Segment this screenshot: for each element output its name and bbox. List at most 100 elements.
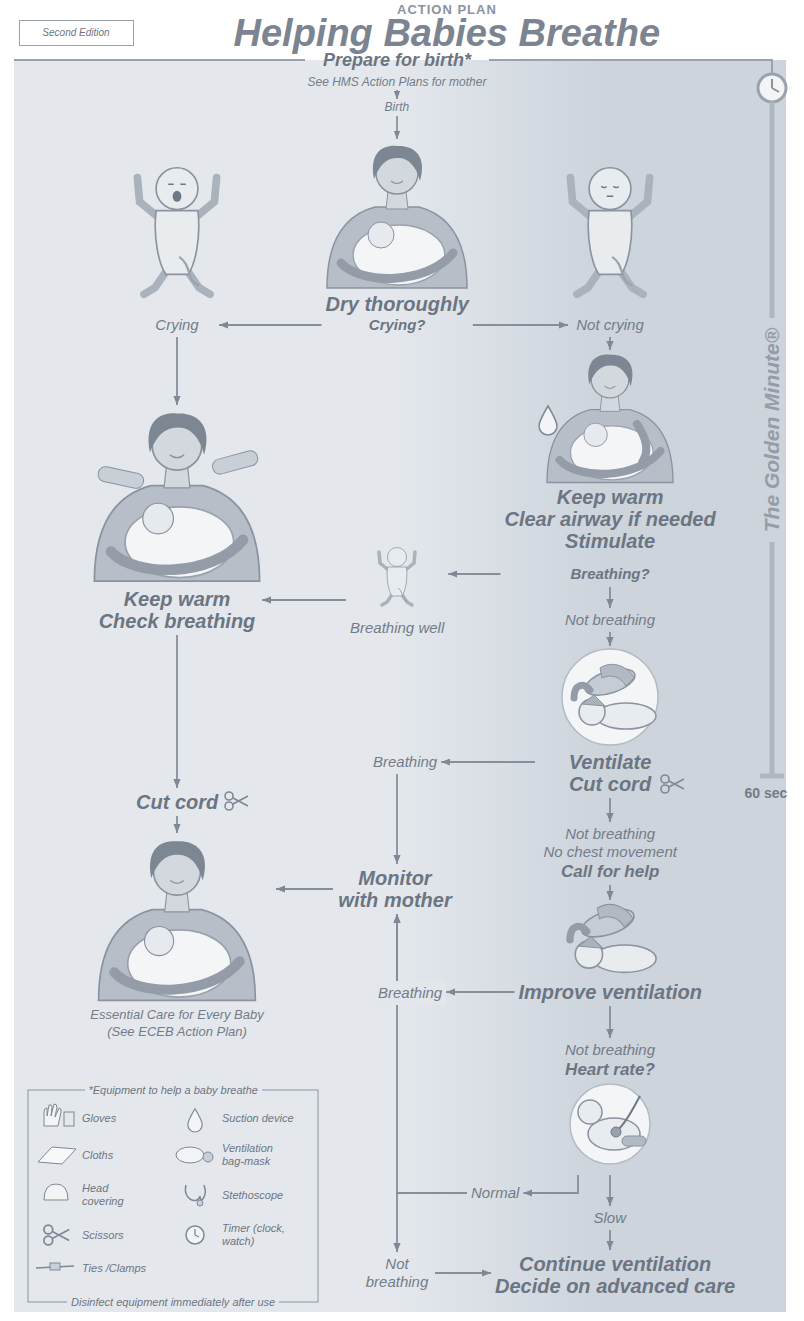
connector-group [177,325,610,1273]
stethoscope-icon [197,1200,203,1206]
golden-minute-bar [760,102,784,776]
question-text: Heart rate? [539,1059,681,1080]
timer-icon [195,1229,199,1237]
outcome-node: Slow [590,1206,631,1230]
action-text: Cut cord [539,773,681,795]
step-node: Dry thoroughlyCrying? [322,140,473,338]
condition-text: Crying [139,316,215,334]
flow-arrow [609,1175,611,1206]
ties-clamps-icon [36,1263,74,1270]
flow-arrow [396,774,398,864]
flow-arrow [435,1272,491,1274]
gloves-icon [64,1112,74,1126]
question-text: Breathing? [505,564,716,584]
flow-arrow [609,632,611,646]
mother-drying-baby [327,146,467,288]
helper-hand [211,449,259,475]
flow-arrow [609,1006,611,1038]
flow-arrow [176,337,178,405]
legend-entry: Cloths [82,1149,152,1162]
action-text: Cut cord [136,791,218,813]
legend-text: Head covering [82,1182,124,1207]
action-text: Stimulate [505,530,716,552]
step-node: VentilateCut cord [535,646,685,798]
legend-text: Suction device [222,1112,294,1124]
head-covering-icon [44,1184,68,1200]
plan-kicker: ACTION PLAN [397,3,497,17]
legend-text: Timer (clock, watch) [222,1222,285,1247]
ties-clamps-icon [50,1263,60,1270]
timer-clock [758,74,786,102]
action-text: Ventilate [539,751,681,773]
scissors-icon [661,775,684,793]
stethoscope-icon [185,1185,205,1200]
heart-rate-vignette [570,1084,650,1164]
condition-text: Not breathing [544,825,677,843]
legend-entry: Ventilation bag-mask [222,1142,292,1168]
legend-frame [28,1090,318,1302]
stimulating-mother [547,355,673,483]
outcome-node: Breathing [369,750,441,774]
action-text: Keep warm [505,486,716,508]
flow-arrow [397,914,467,1193]
suction-bulb [539,406,557,435]
legend-entry: Scissors [82,1229,152,1242]
action-text: Dry thoroughly [326,293,469,315]
legend-text: Ventilation bag-mask [222,1142,273,1167]
condition-text: No chest movement [544,843,677,861]
bag-mask-icon [176,1147,213,1163]
crying-baby [137,168,216,295]
mother-skin-to-skin [99,841,256,1000]
flow-arrow [609,587,611,608]
crying-baby [173,191,182,202]
legend-text: Cloths [82,1149,113,1161]
mother-with-helper [94,413,259,581]
flow-arrow [176,635,178,788]
legend-text: Scissors [82,1229,124,1241]
scissors-icon [44,1225,69,1245]
header-arrow [396,116,398,139]
condition-text: Not breathing [539,1041,681,1059]
step-node: Monitor with mother [333,864,457,914]
action-text: Check breathing [96,610,258,632]
question-text: Crying? [326,315,469,335]
flow-arrow [448,573,500,575]
flow-arrow [276,888,333,890]
outcome-node: Crying [135,148,219,337]
legend-entry: Suction device [222,1112,312,1125]
flow-arrow [446,991,514,993]
crying-baby [168,183,186,185]
legend-entry: Head covering [82,1182,142,1208]
action-text: Monitor with mother [337,867,453,911]
flow-arrow [609,885,611,900]
diagram-title: Helping Babies Breathe [234,13,661,53]
not-crying-baby [570,168,649,295]
step-node: Cut cord [132,788,222,816]
flow-arrow [609,798,611,822]
note-text: Essential Care for Every Baby (See ECEB … [82,1006,272,1040]
condition-text: Not crying [572,316,648,334]
improve-ventilation-illustration [570,904,656,973]
outcome-node: Breathing well [346,540,448,640]
legend-text: Ties /Clamps [82,1262,146,1274]
gloves-icon [44,1104,74,1126]
flow-arrow [219,324,322,326]
stethoscope-chestpiece [611,1127,621,1137]
legend-footnote: Disinfect equipment immediately after us… [67,1296,279,1309]
event-label: Birth [385,100,410,114]
step-node: Keep warmClear airway if neededStimulate… [501,350,720,587]
timer-icon [186,1226,204,1244]
helper-hand [97,465,145,489]
step-node: Improve ventilation [515,900,706,1006]
question-text: Call for help [544,861,677,882]
step-node: Keep warmCheck breathing [92,405,262,635]
panel-ground [14,60,786,1312]
mother-skin-to-skin [99,841,256,1000]
suction-device-icon [188,1109,202,1132]
condition-text: Breathing [378,984,442,1002]
mother-with-helper [94,413,259,581]
legend-entry: Ties /Clamps [82,1262,152,1275]
